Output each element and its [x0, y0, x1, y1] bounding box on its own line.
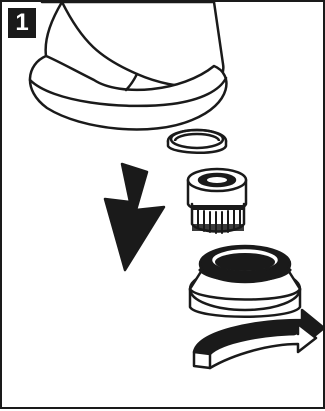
aerator-housing-icon: [190, 246, 300, 317]
aerator-insert-icon: [188, 169, 246, 233]
clockwise-rotate-arrow-icon: [194, 310, 324, 368]
rubber-washer-icon: [168, 130, 226, 153]
faucet-spout-icon: [30, 2, 226, 129]
down-arrow-icon: [105, 164, 164, 270]
step-number-badge: 1: [8, 8, 36, 38]
